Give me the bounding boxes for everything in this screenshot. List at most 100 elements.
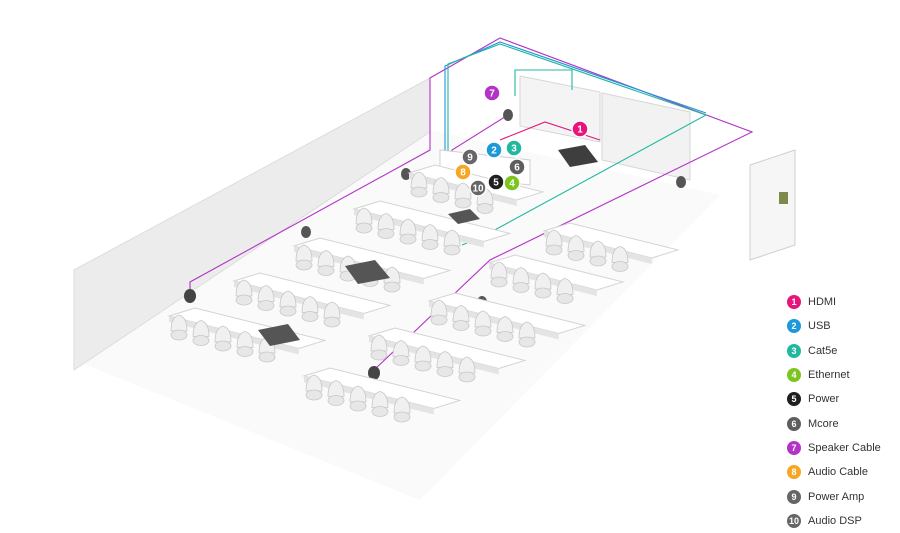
chair-seat: [235, 294, 253, 306]
chair-seat: [370, 349, 388, 361]
callout-circle: [483, 84, 501, 102]
chair: [490, 261, 508, 279]
callout-badge: 2: [485, 141, 503, 159]
legend-badge: 2: [787, 319, 801, 334]
chair-seat: [258, 351, 276, 363]
chair-seat: [301, 311, 319, 322]
chair: [323, 301, 341, 319]
table: [427, 292, 587, 334]
table: [367, 327, 527, 369]
chair: [410, 171, 428, 189]
chair-seat: [295, 259, 313, 271]
legend-item-hdmi: 1 HDMI: [787, 290, 897, 314]
chair-seat: [452, 320, 470, 331]
callout-number: 7: [489, 89, 495, 100]
chair: [399, 218, 417, 236]
callout-badge: 10: [469, 179, 487, 197]
chair-seat: [589, 255, 607, 267]
chair: [295, 244, 313, 262]
chair-seat: [567, 250, 585, 261]
legend-item-mcore: 6 Mcore: [787, 411, 897, 435]
legend-item-audio-dsp: 10 Audio DSP: [787, 509, 897, 533]
chair: [257, 285, 275, 302]
chair-seat: [490, 276, 508, 288]
chair-seat: [327, 395, 345, 406]
chair-seat: [392, 355, 410, 366]
legend-label: Speaker Cable: [808, 441, 881, 454]
speaker: [301, 226, 311, 238]
chair: [432, 177, 450, 194]
callout-badge: 4: [503, 174, 521, 192]
chair-seat: [414, 360, 432, 372]
chair: [556, 278, 574, 295]
callout-number: 2: [491, 146, 497, 157]
chair-seat: [355, 222, 373, 234]
speaker: [401, 168, 411, 180]
legend-badge: 10: [787, 513, 801, 528]
callout-circle: [461, 148, 479, 166]
chair-seat: [443, 244, 461, 256]
room-floor: [74, 130, 720, 500]
chair-seat: [323, 316, 341, 328]
chair: [567, 235, 585, 252]
legend-item-usb: 2 USB: [787, 314, 897, 338]
chair: [235, 279, 253, 297]
chair: [414, 345, 432, 363]
chair-seat: [476, 203, 494, 214]
chair-seat: [170, 329, 188, 341]
callout-badge: 9: [461, 148, 479, 166]
chair-seat: [454, 197, 472, 209]
chair-seat: [474, 325, 492, 337]
chair: [421, 224, 439, 241]
legend-badge: 4: [787, 368, 801, 383]
chair-seat: [432, 192, 450, 203]
seating: [167, 164, 680, 423]
callout-circle: [503, 174, 521, 192]
chair-seat: [377, 228, 395, 239]
chair-seat: [545, 244, 563, 256]
callout-number: 4: [509, 179, 515, 190]
legend-item-ethernet: 4 Ethernet: [787, 363, 897, 387]
chair: [534, 272, 552, 290]
legend-label: Power: [808, 393, 840, 406]
table: [232, 272, 392, 314]
chair-seat: [393, 411, 411, 423]
chair-seat: [430, 314, 448, 326]
table-display: [345, 260, 390, 284]
chair: [355, 207, 373, 225]
legend-label: Audio Cable: [808, 466, 868, 479]
chair: [192, 320, 210, 337]
chair: [214, 325, 232, 343]
table-display: [258, 324, 300, 346]
chair-seat: [279, 305, 297, 317]
callout-number: 5: [493, 178, 499, 189]
callout-circle: [454, 163, 472, 181]
table-display: [448, 209, 480, 224]
speaker: [676, 176, 686, 188]
back-wall-panel: [601, 92, 691, 181]
chair: [611, 246, 629, 263]
callout-circle: [571, 120, 589, 138]
callout-circle: [469, 179, 487, 197]
chair: [443, 229, 461, 247]
cable-legend: 1 HDMI 2 USB 3 Cat5e 4 Ethernet 5 Power …: [787, 290, 897, 533]
display-screen: [558, 145, 598, 167]
chair-seat: [534, 287, 552, 299]
callout-number: 10: [472, 184, 484, 195]
chair: [236, 331, 254, 348]
chair-seat: [192, 335, 210, 346]
chair-seat: [496, 331, 514, 342]
chair: [458, 356, 476, 374]
legend-label: Mcore: [808, 417, 839, 430]
chair-seat: [512, 282, 530, 293]
chair: [349, 385, 367, 403]
chair-seat: [383, 281, 401, 293]
legend-label: Power Amp: [808, 490, 865, 503]
legend-item-speaker-cable: 7 Speaker Cable: [787, 436, 897, 460]
legend-badge: 5: [787, 392, 801, 407]
chair: [454, 182, 472, 200]
chair: [317, 250, 335, 267]
callout-number: 6: [514, 163, 520, 174]
